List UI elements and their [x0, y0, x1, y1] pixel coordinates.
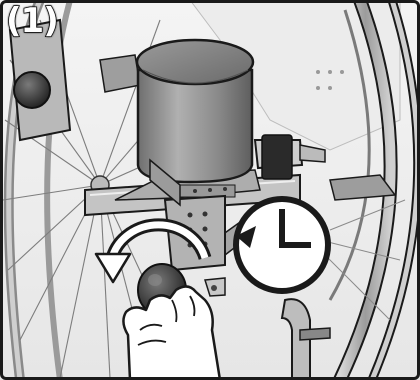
- step-number-label: (1): [6, 4, 58, 38]
